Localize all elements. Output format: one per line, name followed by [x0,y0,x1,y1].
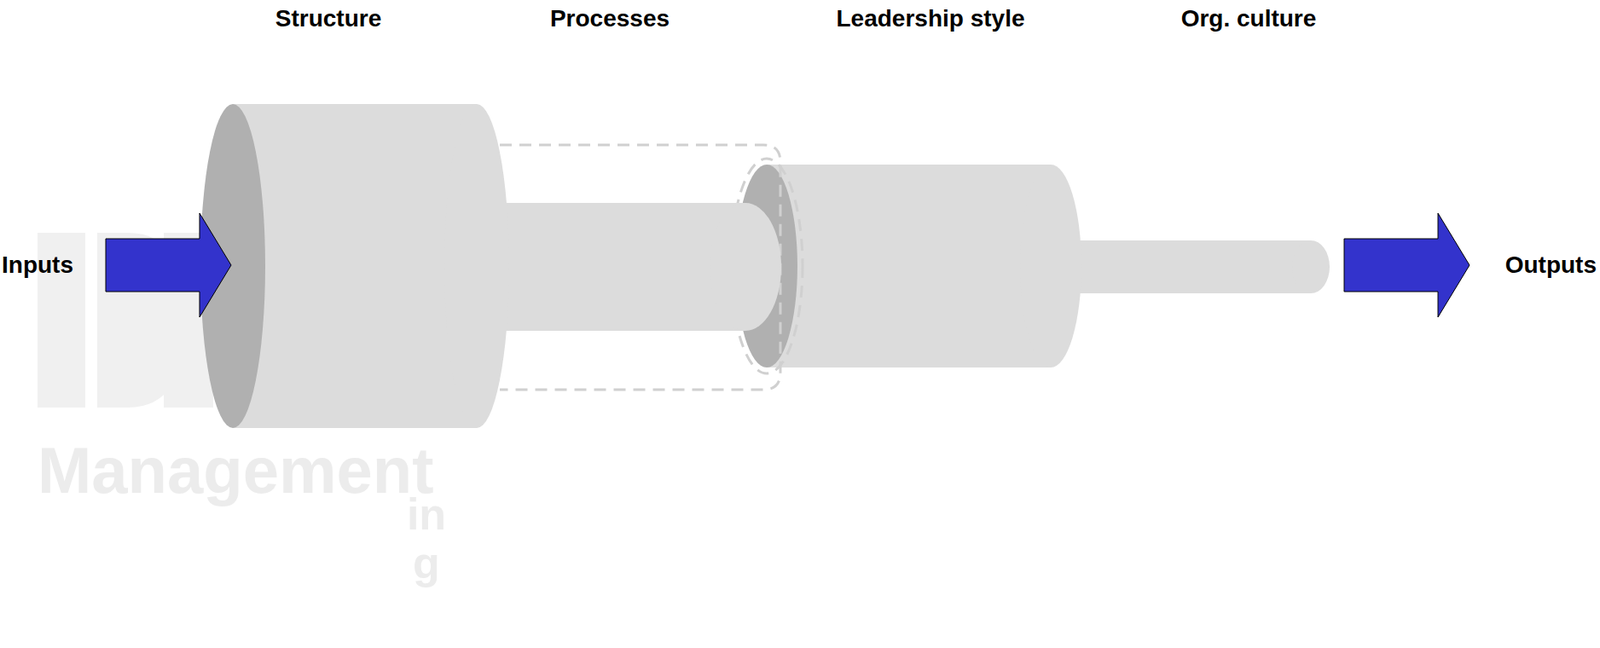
output-label: Outputs [1505,251,1597,279]
leadership-cylinder [736,164,1082,368]
watermark-vertical: ing [404,490,449,588]
input-arrow [105,213,232,318]
processes-cylinder [476,202,782,331]
output-arrow [1344,213,1470,318]
culture-cylinder [1050,240,1330,294]
watermark-text: Management [37,433,435,508]
structure-cylinder [200,104,510,429]
stage-label: Org. culture [1181,5,1317,33]
stage-label: Structure [275,5,382,33]
input-label: Inputs [1,251,74,279]
stage-label: Processes [550,5,670,33]
stage-label: Leadership style [836,5,1026,33]
